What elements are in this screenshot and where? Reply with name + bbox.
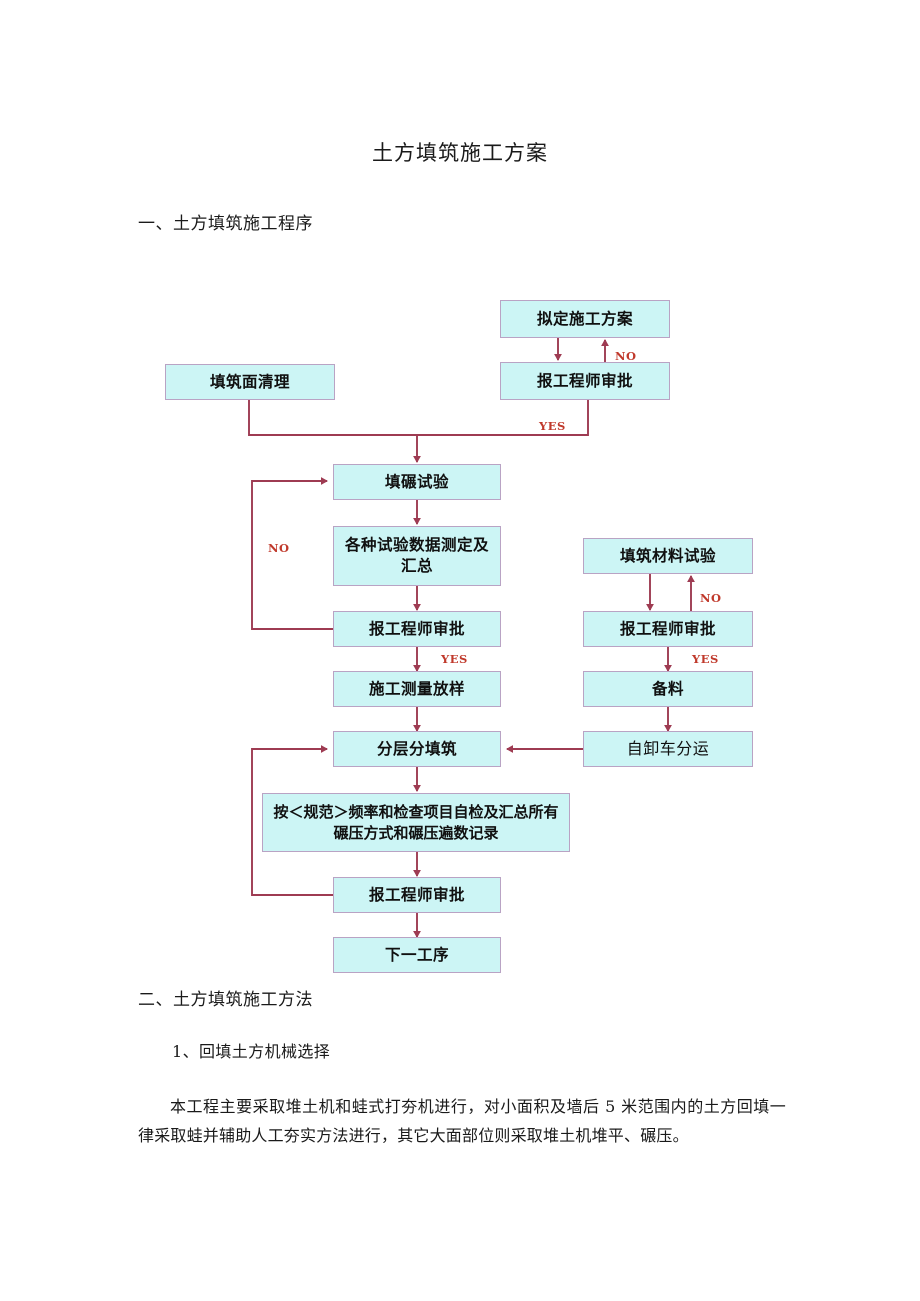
flow-node-survey-setout-label: 施工测量放样 — [368, 678, 465, 698]
flow-node-approve-plan-label: 报工程师审批 — [536, 370, 633, 390]
flow-node-approve-plan: 报工程师审批 — [500, 362, 670, 400]
flow-node-material-test-label: 填筑材料试验 — [619, 545, 716, 565]
connector-approve-test-no-loop — [251, 477, 333, 630]
flow-node-survey-setout: 施工测量放样 — [333, 671, 501, 707]
flow-label-no-test: NO — [268, 541, 290, 555]
flow-label-no-material: NO — [700, 591, 722, 605]
page-title: 土方填筑施工方案 — [372, 141, 548, 165]
flow-node-plan: 拟定施工方案 — [500, 300, 670, 338]
flow-node-approve-fill-label: 报工程师审批 — [368, 884, 465, 904]
flow-node-next-process: 下一工序 — [333, 937, 501, 973]
flow-node-approve-fill: 报工程师审批 — [333, 877, 501, 913]
flow-node-next-process-label: 下一工序 — [384, 944, 449, 964]
section-heading-2: 二、土方填筑施工方法 — [138, 990, 313, 1010]
flow-node-dump-truck-label: 自卸车分运 — [626, 739, 710, 759]
flow-label-yes-test: YES — [441, 652, 468, 666]
flow-label-yes-material: YES — [692, 652, 719, 666]
subsection-heading-1: 1、回填土方机械选择 — [172, 1042, 331, 1061]
section-heading-1: 一、土方填筑施工程序 — [138, 214, 313, 234]
connector-clean-surface-to-bus — [248, 400, 417, 436]
flow-node-clean-surface: 填筑面清理 — [165, 364, 335, 400]
body-paragraph-1: 本工程主要采取堆土机和蛙式打夯机进行，对小面积及墙后 5 米范围内的土方回填一律… — [138, 1097, 786, 1145]
flow-node-layered-fill: 分层分填筑 — [333, 731, 501, 767]
flow-node-rolling-test: 填碾试验 — [333, 464, 501, 500]
flow-node-test-data-summary: 各种试验数据测定及汇总 — [333, 526, 501, 586]
flow-node-material-test: 填筑材料试验 — [583, 538, 753, 574]
flow-node-rolling-test-label: 填碾试验 — [384, 471, 449, 491]
flow-label-yes-plan: YES — [539, 419, 566, 433]
flow-node-self-inspection-label: 按＜规范＞频率和检查项目自检及汇总所有碾压方式和碾压遍数记录 — [273, 803, 559, 842]
flow-node-clean-surface-label: 填筑面清理 — [209, 371, 290, 391]
flow-label-no-plan: NO — [615, 349, 637, 363]
flow-node-approve-test: 报工程师审批 — [333, 611, 501, 647]
flow-node-dump-truck: 自卸车分运 — [583, 731, 753, 767]
flow-node-prepare-material-label: 备料 — [651, 678, 684, 698]
flow-node-prepare-material: 备料 — [583, 671, 753, 707]
flow-node-approve-test-label: 报工程师审批 — [368, 618, 465, 638]
flow-node-self-inspection: 按＜规范＞频率和检查项目自检及汇总所有碾压方式和碾压遍数记录 — [262, 793, 570, 852]
flow-node-layered-fill-label: 分层分填筑 — [376, 738, 457, 758]
flow-node-approve-material-label: 报工程师审批 — [619, 618, 716, 638]
flow-node-plan-label: 拟定施工方案 — [536, 308, 633, 328]
flow-node-test-data-summary-label: 各种试验数据测定及汇总 — [344, 535, 489, 575]
flow-node-approve-material: 报工程师审批 — [583, 611, 753, 647]
